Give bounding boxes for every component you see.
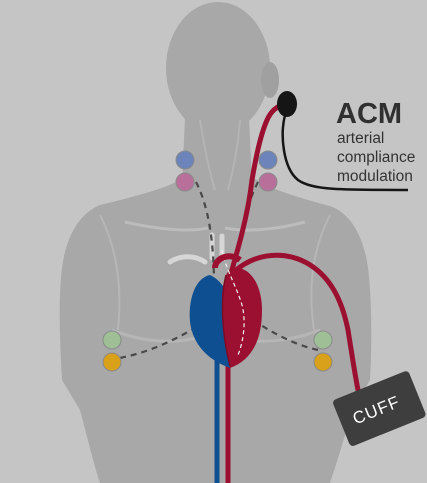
electrode-neck-right-pink: [259, 173, 277, 191]
head: [166, 2, 270, 134]
acm-sensor-icon: [277, 91, 297, 117]
acm-label: ACM arterial compliance modulation: [336, 98, 415, 185]
ear: [261, 62, 279, 98]
electrode-left-orange: [103, 353, 121, 371]
electrode-neck-right-blue: [259, 151, 277, 169]
electrode-neck-left-pink: [176, 173, 194, 191]
acm-subtitle-line-1: arterial: [337, 130, 384, 147]
electrode-right-orange: [314, 353, 332, 371]
acm-subtitle-line-3: modulation: [337, 168, 413, 185]
acm-subtitle-line-2: compliance: [337, 149, 415, 166]
electrode-right-green: [314, 331, 332, 349]
electrode-left-green: [103, 331, 121, 349]
electrode-neck-left-blue: [176, 151, 194, 169]
acm-title: ACM: [336, 98, 402, 130]
